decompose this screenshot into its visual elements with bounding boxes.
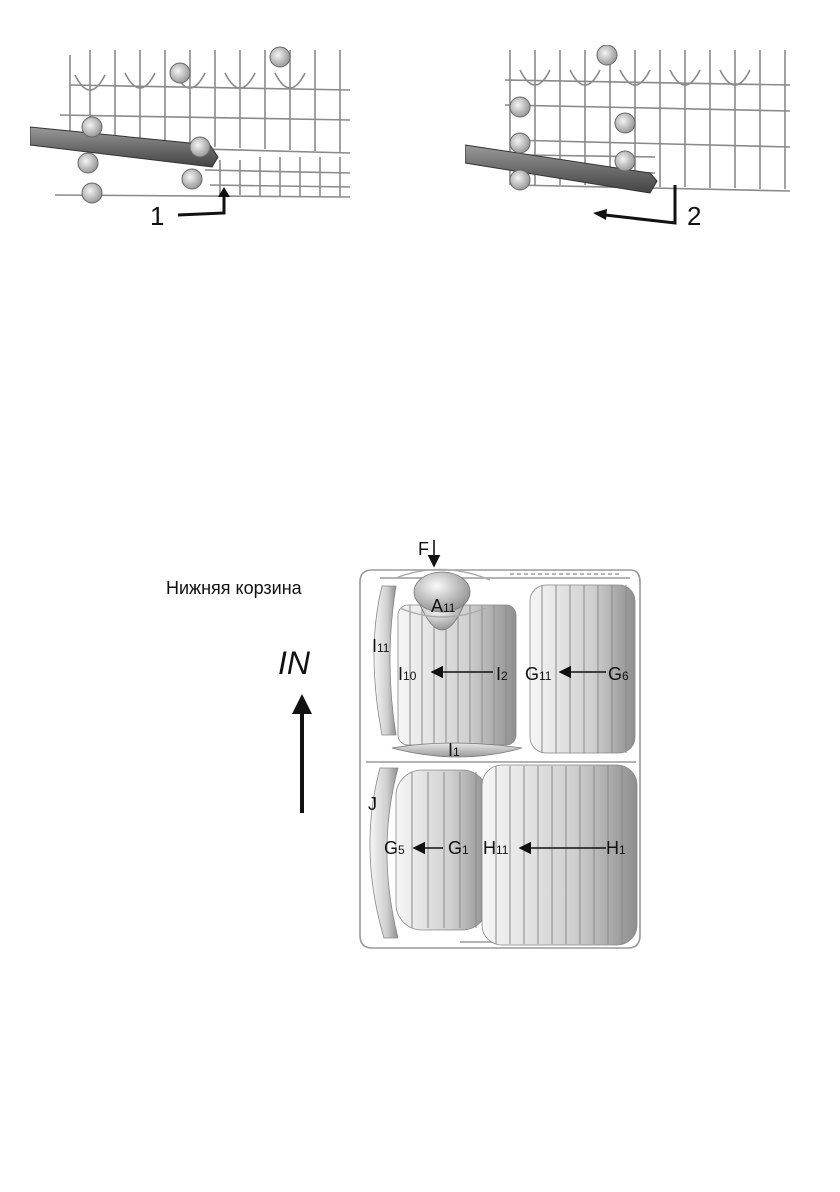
- plate-i11-shape: [374, 586, 396, 735]
- lower-basket-diagram: F A11 I11 I10 I2 G11 G6 I1 J G5 G1 H11: [160, 530, 660, 960]
- step-1-number: 1: [150, 201, 164, 230]
- basket-title: Нижняя корзина: [166, 578, 303, 598]
- rack-step-1-illustration: 1: [30, 45, 360, 230]
- step-1-arrow: [178, 187, 230, 215]
- plates-g1-g5: [396, 770, 488, 930]
- rack-wheels: [78, 47, 290, 203]
- direction-up-arrow: [292, 694, 312, 813]
- rack-step-2-illustration: 2: [465, 45, 800, 235]
- step-2-number: 2: [687, 201, 701, 231]
- direction-label: IN: [278, 645, 311, 681]
- label-f: F: [418, 539, 429, 559]
- label-j: J: [368, 794, 377, 814]
